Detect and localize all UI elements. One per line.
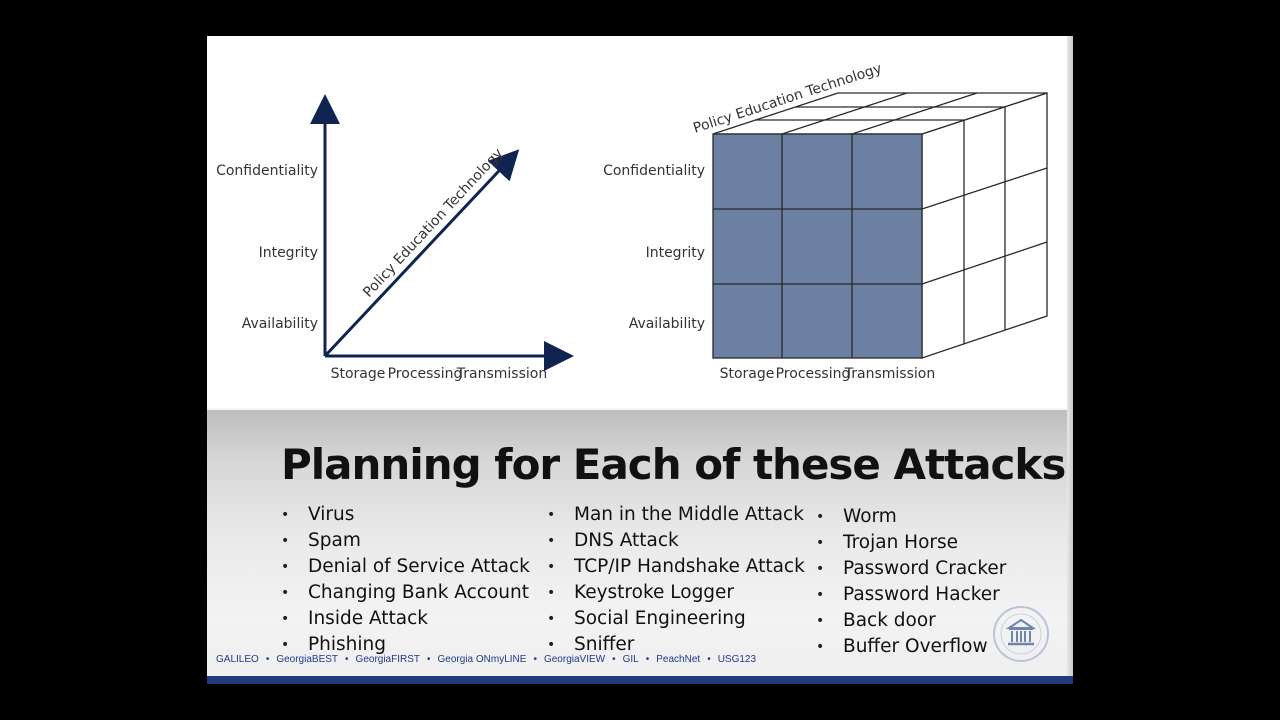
right-y-label-confidentiality: Confidentiality <box>603 163 705 179</box>
slide: Confidentiality Integrity Availability S… <box>207 36 1073 684</box>
list-item: Man in the Middle Attack <box>547 502 805 528</box>
list-item: Phishing <box>281 632 530 658</box>
list-item: Password Hacker <box>816 582 1006 608</box>
mccumber-axes-diagram: Confidentiality Integrity Availability S… <box>216 94 574 382</box>
list-item: Inside Attack <box>281 606 530 632</box>
footer-nav: GALILEO • GeorgiaBEST • GeorgiaFIRST • Georgia… <box>216 654 756 665</box>
footer-separator: • <box>345 654 349 665</box>
footer-link-georgiabest[interactable]: GeorgiaBEST <box>276 654 339 665</box>
footer-link-galileo[interactable]: GALILEO <box>216 654 259 665</box>
footer-separator: • <box>265 654 270 665</box>
list-item: Social Engineering <box>547 606 805 632</box>
cube-side-face <box>921 92 1048 359</box>
list-item: Virus <box>281 502 530 528</box>
diagram-canvas: Confidentiality Integrity Availability S… <box>216 61 1048 382</box>
footer-link-georgiaview[interactable]: GeorgiaVIEW <box>543 654 606 665</box>
cube-front-face <box>712 133 923 359</box>
left-x-label-processing: Processing <box>388 366 463 382</box>
attack-list-column-3: Worm Trojan Horse Password Cracker Passw… <box>816 504 1006 660</box>
left-diagonal-label: Policy Education Technology <box>360 146 506 301</box>
list-item: Keystroke Logger <box>547 580 805 606</box>
mccumber-cube-diagram: Confidentiality Integrity Availability S… <box>603 61 1048 382</box>
footer-separator: • <box>707 654 711 665</box>
footer-link-georgiafirst[interactable]: GeorgiaFIRST <box>355 654 421 665</box>
slide-bottom-bar <box>207 676 1073 684</box>
list-item: Trojan Horse <box>816 530 1006 556</box>
list-item: DNS Attack <box>547 528 805 554</box>
footer-separator: • <box>612 654 616 665</box>
footer-separator: • <box>427 654 431 665</box>
left-x-label-transmission: Transmission <box>456 366 547 382</box>
right-y-label-integrity: Integrity <box>646 245 705 261</box>
attack-list-column-2: Man in the Middle Attack DNS Attack TCP/… <box>547 502 805 658</box>
footer-separator: • <box>533 654 537 665</box>
footer-link-usg123[interactable]: USG123 <box>717 654 757 665</box>
right-x-label-storage: Storage <box>720 366 775 382</box>
list-item: Password Cracker <box>816 556 1006 582</box>
left-y-label-integrity: Integrity <box>259 245 318 261</box>
list-item: Worm <box>816 504 1006 530</box>
list-item: Back door <box>816 608 1006 634</box>
list-item: Spam <box>281 528 530 554</box>
list-item: Buffer Overflow <box>816 634 1006 660</box>
diagonal-axis <box>323 149 520 358</box>
slide-edge <box>1067 36 1073 684</box>
list-item: Changing Bank Account <box>281 580 530 606</box>
footer-link-georgia-onmyline[interactable]: Georgia ONmyLINE <box>437 654 527 665</box>
left-y-label-availability: Availability <box>242 316 318 332</box>
right-x-label-processing: Processing <box>776 366 851 382</box>
attacks-panel: Planning for Each of these Attacks? Viru… <box>207 408 1073 684</box>
university-seal-icon <box>993 606 1049 662</box>
list-item: Denial of Service Attack <box>281 554 530 580</box>
slide-title: Planning for Each of these Attacks? <box>281 440 1073 489</box>
left-x-label-storage: Storage <box>331 366 386 382</box>
attack-list-column-1: Virus Spam Denial of Service Attack Chan… <box>281 502 530 658</box>
list-item: TCP/IP Handshake Attack <box>547 554 805 580</box>
footer-separator: • <box>645 654 650 665</box>
footer-link-gil[interactable]: GIL <box>622 654 639 665</box>
footer-link-peachnet[interactable]: PeachNet <box>656 654 701 665</box>
right-y-label-availability: Availability <box>629 316 705 332</box>
right-x-label-transmission: Transmission <box>844 366 935 382</box>
security-model-diagrams: Confidentiality Integrity Availability S… <box>207 36 1073 408</box>
left-y-label-confidentiality: Confidentiality <box>216 163 318 179</box>
list-item: Sniffer <box>547 632 805 658</box>
